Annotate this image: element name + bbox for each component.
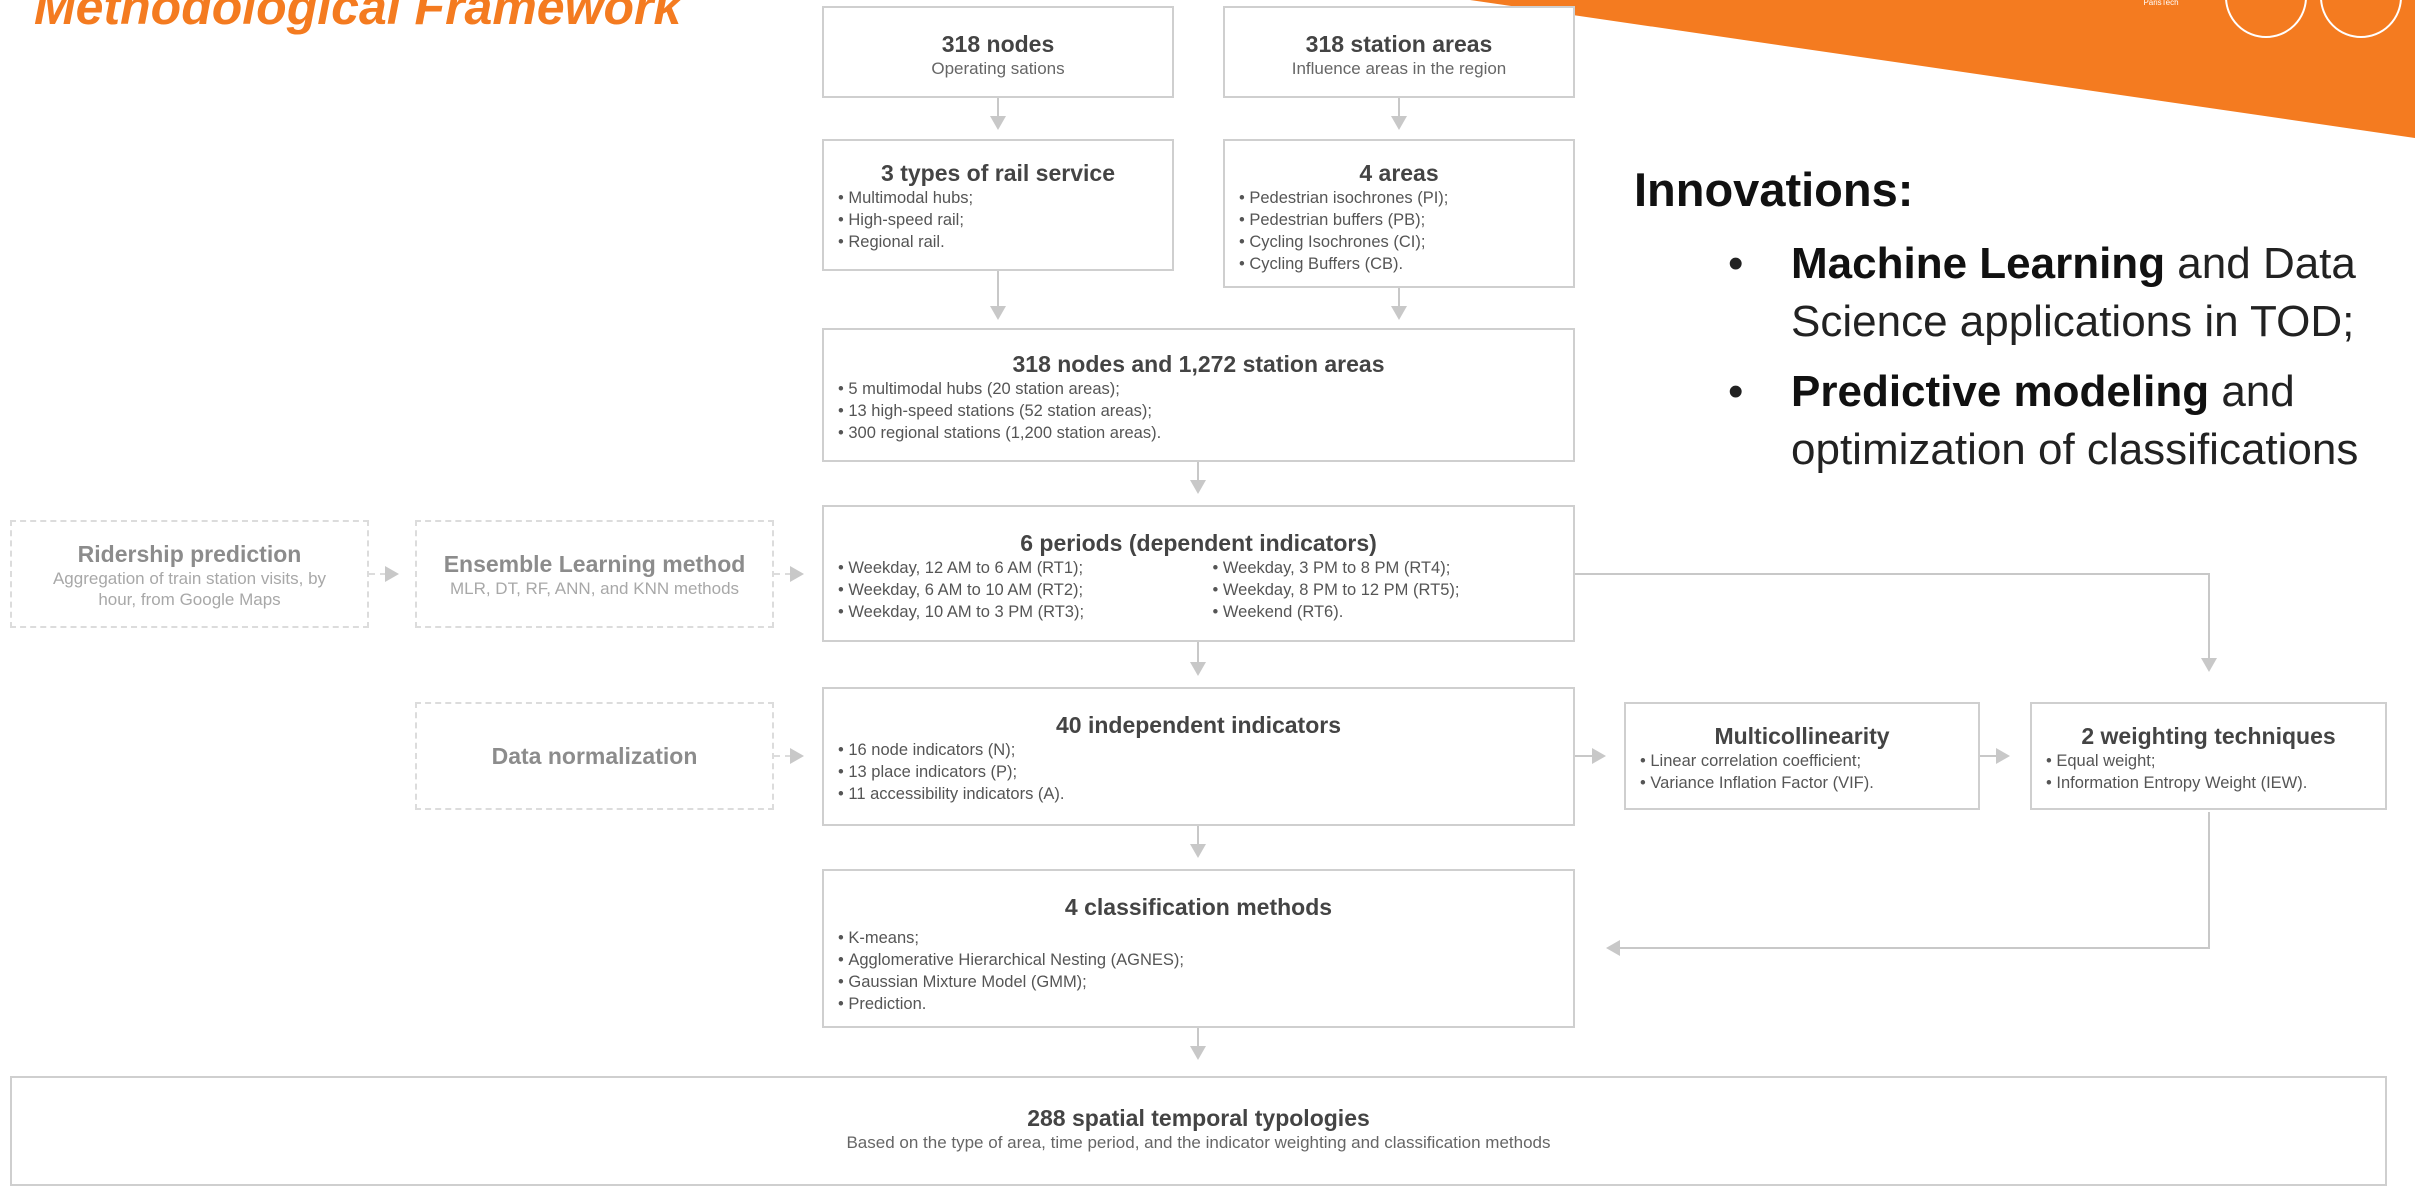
innovations-heading: Innovations: [1634, 163, 1914, 216]
weighting-title: 2 weighting techniques [2081, 723, 2336, 749]
innovation-item: • Predictive modeling and optimization o… [1634, 363, 2415, 479]
innovation-text: and [2209, 367, 2295, 416]
classification-list: K-means; Agglomerative Hierarchical Nest… [824, 927, 1573, 1015]
ensemble-learning-box: Ensemble Learning method MLR, DT, RF, AN… [415, 520, 774, 628]
periods-box: 6 periods (dependent indicators) Weekday… [822, 505, 1575, 642]
periods-list-left: Weekday, 12 AM to 6 AM (RT1); Weekday, 6… [824, 557, 1199, 623]
innovation-text-line2: optimization of classifications [1791, 425, 2359, 474]
multicollinearity-box: Multicollinearity Linear correlation coe… [1624, 702, 1980, 810]
arrow-weighting-to-classification [1606, 812, 2210, 956]
list-item: High-speed rail; [838, 209, 1172, 231]
list-item: Pedestrian buffers (PB); [1239, 209, 1573, 231]
list-item: Prediction. [838, 993, 1573, 1015]
list-item: Variance Inflation Factor (VIF). [1640, 772, 1978, 794]
four-areas-list: Pedestrian isochrones (PI); Pedestrian b… [1225, 187, 1573, 275]
typologies-subtitle: Based on the type of area, time period, … [846, 1133, 1551, 1152]
station-areas-title: 318 station areas [1305, 31, 1493, 57]
classification-box: 4 classification methods K-means; Agglom… [822, 869, 1575, 1028]
nodes-areas-box: 318 nodes and 1,272 station areas 5 mult… [822, 328, 1575, 462]
station-areas-box: 318 station areas Influence areas in the… [1223, 6, 1575, 98]
independent-list: 16 node indicators (N); 13 place indicat… [824, 739, 1573, 805]
page-title: Methodological Framework [34, 0, 682, 35]
innovation-text-line2: Science applications in TOD; [1791, 297, 2355, 346]
list-item: Multimodal hubs; [838, 187, 1172, 209]
innovation-text: and Data [2165, 239, 2356, 288]
classification-title: 4 classification methods [1064, 894, 1333, 920]
rail-types-box: 3 types of rail service Multimodal hubs;… [822, 139, 1174, 271]
ridership-title: Ridership prediction [77, 541, 302, 567]
nodes-title: 318 nodes [941, 31, 1055, 57]
list-item: 16 node indicators (N); [838, 739, 1573, 761]
ensemble-title: Ensemble Learning method [443, 551, 746, 577]
weighting-box: 2 weighting techniques Equal weight; Inf… [2030, 702, 2387, 810]
list-item: Pedestrian isochrones (PI); [1239, 187, 1573, 209]
header-banner [1470, 0, 2415, 138]
periods-list-right: Weekday, 3 PM to 8 PM (RT4); Weekday, 8 … [1199, 557, 1574, 623]
list-item: K-means; [838, 927, 1573, 949]
four-areas-title: 4 areas [1359, 160, 1439, 186]
bullet-icon: • [1728, 239, 1744, 288]
ridership-subtitle: Aggregation of train station visits, by … [52, 569, 327, 609]
list-item: Weekend (RT6). [1213, 601, 1574, 623]
rail-types-title: 3 types of rail service [881, 160, 1115, 186]
multicollinearity-list: Linear correlation coefficient; Variance… [1626, 750, 1978, 794]
independent-title: 40 independent indicators [1056, 712, 1341, 738]
list-item: 11 accessibility indicators (A). [838, 783, 1573, 805]
nodes-areas-title: 318 nodes and 1,272 station areas [1012, 351, 1385, 377]
nodes-areas-list: 5 multimodal hubs (20 station areas); 13… [824, 378, 1573, 444]
list-item: Agglomerative Hierarchical Nesting (AGNE… [838, 949, 1573, 971]
list-item: 5 multimodal hubs (20 station areas); [838, 378, 1573, 400]
bullet-icon: • [1728, 367, 1744, 416]
innovation-bold: Machine Learning [1791, 239, 2166, 288]
list-item: Regional rail. [838, 231, 1172, 253]
list-item: 13 high-speed stations (52 station areas… [838, 400, 1573, 422]
typologies-box: 288 spatial temporal typologies Based on… [10, 1076, 2387, 1186]
innovation-item: • Machine Learning and Data Science appl… [1634, 235, 2415, 351]
list-item: Weekday, 10 AM to 3 PM (RT3); [838, 601, 1199, 623]
nodes-box: 318 nodes Operating sations [822, 6, 1174, 98]
periods-title: 6 periods (dependent indicators) [1020, 530, 1377, 556]
innovation-bold: Predictive modeling [1791, 367, 2210, 416]
station-areas-subtitle: Influence areas in the region [1291, 59, 1507, 78]
list-item: Weekday, 6 AM to 10 AM (RT2); [838, 579, 1199, 601]
rail-types-list: Multimodal hubs; High-speed rail; Region… [824, 187, 1172, 253]
list-item: 300 regional stations (1,200 station are… [838, 422, 1573, 444]
list-item: Weekday, 12 AM to 6 AM (RT1); [838, 557, 1199, 579]
four-areas-box: 4 areas Pedestrian isochrones (PI); Pede… [1223, 139, 1575, 288]
list-item: Weekday, 8 PM to 12 PM (RT5); [1213, 579, 1574, 601]
list-item: Cycling Isochrones (CI); [1239, 231, 1573, 253]
school-logo: École des Ponts ParisTech [2143, 0, 2179, 7]
normalization-title: Data normalization [491, 743, 698, 769]
nodes-subtitle: Operating sations [931, 59, 1065, 78]
list-item: Cycling Buffers (CB). [1239, 253, 1573, 275]
list-item: Equal weight; [2046, 750, 2385, 772]
list-item: Gaussian Mixture Model (GMM); [838, 971, 1573, 993]
data-normalization-box: Data normalization [415, 702, 774, 810]
multicollinearity-title: Multicollinearity [1714, 723, 1890, 749]
list-item: Information Entropy Weight (IEW). [2046, 772, 2385, 794]
ridership-prediction-box: Ridership prediction Aggregation of trai… [10, 520, 369, 628]
list-item: Weekday, 3 PM to 8 PM (RT4); [1213, 557, 1574, 579]
ensemble-subtitle: MLR, DT, RF, ANN, and KNN methods [449, 579, 740, 598]
weighting-list: Equal weight; Information Entropy Weight… [2032, 750, 2385, 794]
independent-indicators-box: 40 independent indicators 16 node indica… [822, 687, 1575, 826]
typologies-title: 288 spatial temporal typologies [1027, 1105, 1370, 1131]
list-item: Linear correlation coefficient; [1640, 750, 1978, 772]
arrow-periods-to-weighting [1574, 573, 2217, 672]
list-item: 13 place indicators (P); [838, 761, 1573, 783]
innovations-panel: Innovations: • Machine Learning and Data… [1634, 162, 2415, 491]
